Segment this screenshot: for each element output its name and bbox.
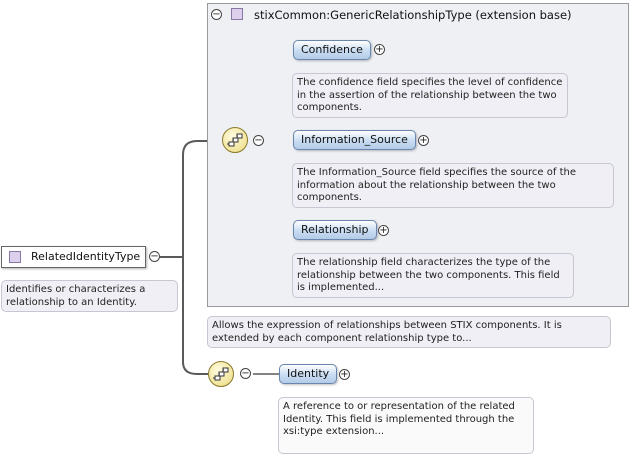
complex-type-icon [231,8,243,20]
sequence-glyph [213,367,229,381]
confidence-description: The confidence field specifies the level… [292,73,568,118]
information-source-description: The Information_Source field specifies t… [292,163,614,208]
complex-type-icon [9,251,21,263]
identity-description: A reference to or representation of the … [278,397,534,454]
extension-title: stixCommon:GenericRelationshipType (exte… [254,8,572,22]
confidence-expand-button[interactable]: + [374,44,385,55]
sequence-compositor-icon[interactable] [208,361,234,387]
sequence-collapse-button[interactable]: − [240,368,251,379]
extension-collapse-button[interactable]: − [211,9,222,20]
sequence-glyph [227,133,243,147]
element-information-source[interactable]: Information_Source [293,130,416,150]
relationship-description: The relationship field characterizes the… [292,253,574,298]
sequence-compositor-icon[interactable] [222,127,248,153]
information-source-expand-button[interactable]: + [418,135,429,146]
root-type-box[interactable] [1,246,146,268]
element-confidence[interactable]: Confidence [293,40,371,60]
identity-expand-button[interactable]: + [339,369,350,380]
element-identity[interactable]: Identity [279,364,338,384]
sequence-collapse-button[interactable]: − [253,135,264,146]
extension-description: Allows the expression of relationships b… [207,316,611,348]
root-description: Identifies or characterizes a relationsh… [1,280,178,312]
root-type-label: RelatedIdentityType [31,250,141,263]
root-collapse-button[interactable]: − [149,251,160,262]
element-relationship[interactable]: Relationship [293,220,377,240]
relationship-expand-button[interactable]: + [378,225,389,236]
